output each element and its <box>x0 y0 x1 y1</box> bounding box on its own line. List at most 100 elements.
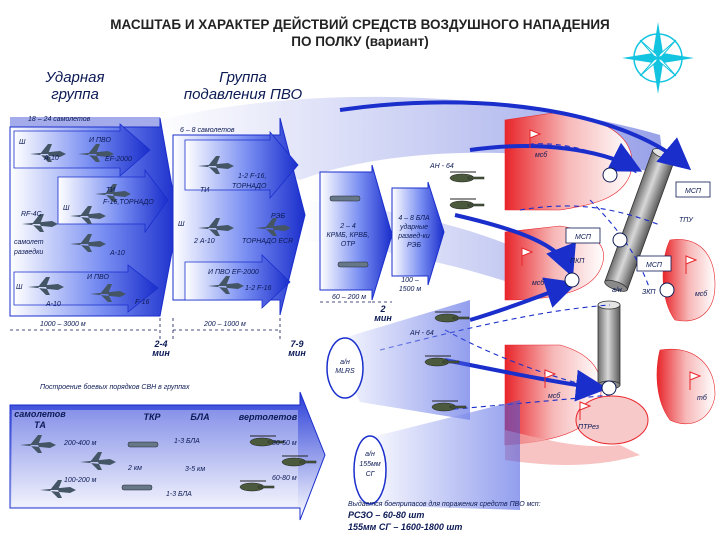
battle-col-bla: БЛА <box>190 412 209 422</box>
strike-label-2: И ПВО <box>89 137 112 144</box>
battle-dist7: 30-50 м <box>272 440 297 447</box>
supp-label-4: Ш <box>178 221 185 228</box>
strike-label-11: И ПВО <box>87 274 110 281</box>
strike-label-9: разведки <box>13 248 43 256</box>
footer-line3: 155мм СГ – 1600-1800 шт <box>348 522 462 532</box>
battle-col-b: ТА <box>34 420 46 430</box>
strike-label-14: F-16 <box>135 299 150 306</box>
time-mark-2-value: 2 <box>379 304 385 314</box>
strike-label-8: самолет <box>14 239 44 246</box>
supp-distance: 200 – 1000 м <box>203 321 246 328</box>
flag-icons <box>521 129 702 420</box>
msp-label-0: МСП <box>685 188 702 195</box>
supp-label-1: ТОРНАДО <box>232 183 267 190</box>
strike-label-0: Ш <box>19 139 26 146</box>
title-line1: МАСШТАБ И ХАРАКТЕР ДЕЙСТВИЙ СРЕДСТВ ВОЗД… <box>110 17 610 32</box>
battle-dist6: 1-3 БЛА <box>166 491 192 498</box>
battle-dist5: 3-5 км <box>185 466 205 473</box>
time-mark-0-unit: мин <box>152 348 170 358</box>
msb-label-0: мсб <box>535 151 548 159</box>
title-line2: ПО ПОЛКУ (вариант) <box>291 34 428 49</box>
strike-label-13: А-10 <box>45 301 61 308</box>
battle-col-a: самолетов <box>14 409 66 419</box>
uav-distance-0: 100 – <box>401 277 419 284</box>
battle-dist4: 1-3 БЛА <box>174 438 200 445</box>
battle-col-heli: вертолетов <box>239 412 298 422</box>
msp-boxes <box>565 181 711 272</box>
mlrs-cone <box>326 300 470 420</box>
strike-label-1: А-10 <box>43 155 59 162</box>
adn-label: а/н <box>612 287 622 294</box>
pkp-label: ПКП <box>570 258 585 265</box>
strike-count: 18 – 24 самолетов <box>28 116 91 123</box>
krm-label-1: КРМБ, КРВБ, <box>327 232 370 239</box>
strike-label-6: Ш <box>63 205 70 212</box>
battle-col-tkr: ТКР <box>143 412 161 422</box>
strike-label-10: А-10 <box>109 250 125 257</box>
footer-line2: РСЗО – 60-80 шт <box>348 510 424 520</box>
time-mark-1-value: 7-9 <box>290 339 303 349</box>
msb-label-1: мсб <box>532 279 545 287</box>
supp-label-6: ТОРНАДО ECR <box>242 238 293 245</box>
krm-label-2: ОТР <box>341 241 356 248</box>
tb-zone <box>656 348 716 425</box>
supp-label-0: 1-2 F-16, <box>238 173 266 180</box>
battle-dist8: 60-80 м <box>272 475 297 482</box>
sg-cone <box>353 400 520 510</box>
strike-label-5: F-16,ТОРНАДО <box>103 199 154 206</box>
tpu-label: ТПУ <box>679 217 694 224</box>
helicopter-icons <box>239 171 485 492</box>
mlrs-label-0: а/н <box>340 359 350 366</box>
supp-label-5: 2 А-10 <box>193 238 215 245</box>
time-mark-0-value: 2-4 <box>153 339 167 349</box>
heli-label-top: АН - 64 <box>429 163 454 170</box>
supp-label-8: 1-2 F-16 <box>245 285 272 292</box>
msb-label-2: мсб <box>548 392 561 400</box>
msb-zone-4 <box>662 239 716 322</box>
aircraft-icons <box>20 144 291 498</box>
ptrez-zone <box>575 395 649 445</box>
mlrs-label-1: MLRS <box>335 368 355 375</box>
time-mark-1-unit: мин <box>288 348 306 358</box>
strike-heading1: Ударная <box>44 69 104 86</box>
supp-label-7: И ПВО EF-2000 <box>208 269 259 276</box>
suppression-heading2: подавления ПВО <box>184 86 303 103</box>
strike-label-3: EF-2000 <box>105 156 132 163</box>
footer-line1: Выдается боеприпасов для поражения средс… <box>348 500 541 508</box>
supp-label-2: ТИ <box>200 187 210 194</box>
battle-dist3: 2 км <box>127 465 142 472</box>
strike-label-4: ТИ <box>106 187 116 194</box>
sg-label-2: СГ <box>366 471 376 478</box>
krm-distance: 60 – 200 м <box>332 294 366 301</box>
heli-label-mid: АН - 64 <box>409 330 434 337</box>
command-post-icons <box>564 167 675 396</box>
suppression-heading1: Группа <box>219 69 267 86</box>
sg-label-1: 155мм <box>359 461 380 468</box>
uav-label-1: ударные <box>399 223 428 231</box>
rear-zone <box>505 430 640 465</box>
uav-block <box>391 181 445 286</box>
supp-label-3: РЭБ <box>271 213 286 220</box>
compass-rose-icon <box>622 22 694 94</box>
strike-label-12: Ш <box>16 284 23 291</box>
tb-label: тб <box>697 394 708 402</box>
msb-label-3: мсб <box>695 290 708 298</box>
zkp-label: ЗКП <box>642 289 656 296</box>
battle-dist1: 200-400 м <box>63 440 97 447</box>
battle-dist2: 100-200 м <box>64 477 97 484</box>
suppression-group-block <box>172 117 306 316</box>
battle-order-heading: Построение боевых порядков СВН в группах <box>40 383 190 391</box>
msp-label-2: МСП <box>646 262 663 269</box>
msp-label-1: МСП <box>575 234 592 241</box>
adn-cylinder-1 <box>597 300 621 390</box>
uav-label-2: развед-ки <box>397 232 430 240</box>
distance-markers <box>10 301 392 340</box>
strike-label-7: RF-4C <box>21 211 43 218</box>
uav-distance-1: 1500 м <box>399 286 422 293</box>
uav-label-3: РЭБ <box>407 242 422 249</box>
strike-heading2: группа <box>51 86 99 103</box>
suppression-count: 6 – 8 самолетов <box>180 127 235 134</box>
strike-distance: 1000 – 3000 м <box>40 321 86 328</box>
